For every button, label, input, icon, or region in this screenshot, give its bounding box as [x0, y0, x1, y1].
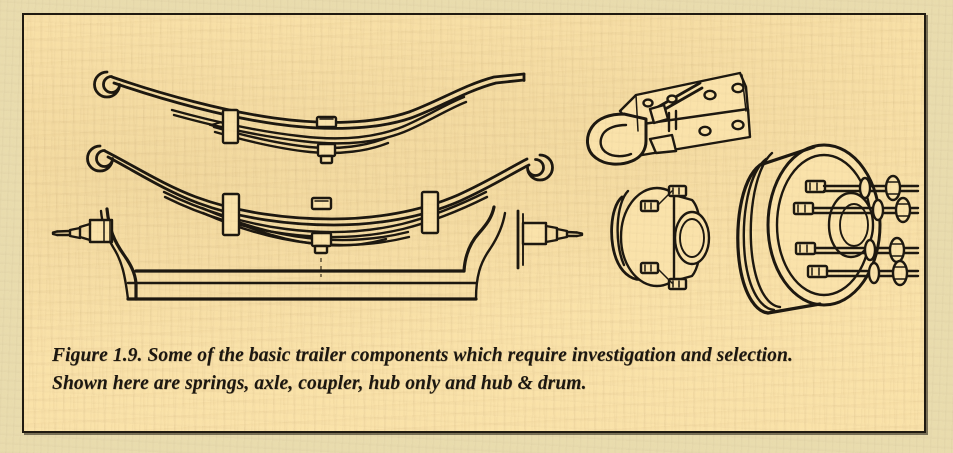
- spring-center-bolt-double: [310, 196, 333, 277]
- hub-studs: [639, 184, 688, 291]
- spring-eye-left-slipper: [93, 70, 121, 99]
- drum-top-edge: [758, 145, 816, 167]
- coupler-socket-inner: [599, 123, 633, 158]
- axle-spindle-left: [51, 218, 114, 244]
- trailer-components-illustration: .ln { fill:none; stroke:#1d1810; stroke-…: [51, 70, 920, 315]
- spring-leaf-3-slipper-under: [213, 130, 390, 155]
- coupler-hole-3: [703, 89, 717, 101]
- hub-pitch-circle: [657, 190, 673, 284]
- nut-1: [884, 174, 902, 202]
- spring-eye-left-double: [86, 144, 114, 173]
- coupler-hole-4: [731, 82, 745, 94]
- component-drop-axle: [51, 205, 584, 301]
- washer-3: [863, 238, 877, 262]
- coupler-hole-2: [666, 94, 678, 104]
- coupler-hole-1: [642, 98, 654, 108]
- figure-caption-line-2: Shown here are springs, axle, coupler, h…: [52, 373, 587, 394]
- figure-caption-line-1: Figure 1.9. Some of the basic trailer co…: [52, 345, 793, 366]
- spring-clamp-slipper: [209, 108, 240, 145]
- coupler-ball-socket: [586, 112, 648, 166]
- spring-leaf-3-slipper: [212, 125, 388, 150]
- spring-clamp-right-double: [420, 190, 440, 235]
- nut-2: [894, 196, 912, 224]
- drum-bottom-edge: [766, 302, 822, 315]
- axle-spindle-right: [516, 209, 584, 270]
- coupler-edge-line: [635, 74, 747, 132]
- coupler-hole-6: [731, 119, 745, 131]
- nut-4: [891, 259, 909, 287]
- spring-main-leaf-double: [103, 149, 529, 221]
- figure-plate: .ln { fill:none; stroke:#1d1810; stroke-…: [22, 13, 926, 433]
- washer-1: [858, 176, 872, 200]
- coupler-latch-lever-2: [658, 86, 704, 114]
- spring-clamp-left-double: [221, 192, 241, 237]
- spring-main-leaf-double-under: [106, 155, 531, 227]
- hub-rear-flange: [610, 195, 644, 281]
- component-slipper-spring: [93, 70, 526, 165]
- drum-exploded-fasteners: [811, 174, 920, 287]
- coupler-latch-tongue: [667, 109, 678, 133]
- spring-eye-right-double: [526, 153, 554, 182]
- coupler-latch-lever: [656, 81, 702, 109]
- hub-rear-flange-2: [616, 189, 630, 267]
- coupler-latch-base: [648, 103, 670, 125]
- drum-rear-rim: [736, 163, 770, 315]
- component-coupler: [586, 71, 752, 166]
- coupler-tongue-wedge: [648, 133, 678, 155]
- axle-beam-right-rise-outer: [474, 211, 507, 301]
- washer-2: [871, 198, 885, 222]
- nut-3: [888, 236, 906, 264]
- component-double-eye-spring: [86, 144, 554, 277]
- coupler-hole-5: [698, 125, 712, 137]
- drum-rear-rim-3: [749, 151, 782, 309]
- drum-bearing-cap: [839, 203, 869, 247]
- hub-bearing-cap-inner: [679, 218, 705, 258]
- spring-main-leaf-slipper-under: [112, 78, 526, 130]
- spring-center-bolt-slipper: [315, 115, 338, 165]
- washer-4: [867, 261, 881, 285]
- component-hub-only: [610, 184, 711, 291]
- component-hub-and-drum: [736, 143, 920, 315]
- axle-beam-right-rise: [462, 205, 496, 273]
- drum-rear-rim-2: [742, 157, 776, 312]
